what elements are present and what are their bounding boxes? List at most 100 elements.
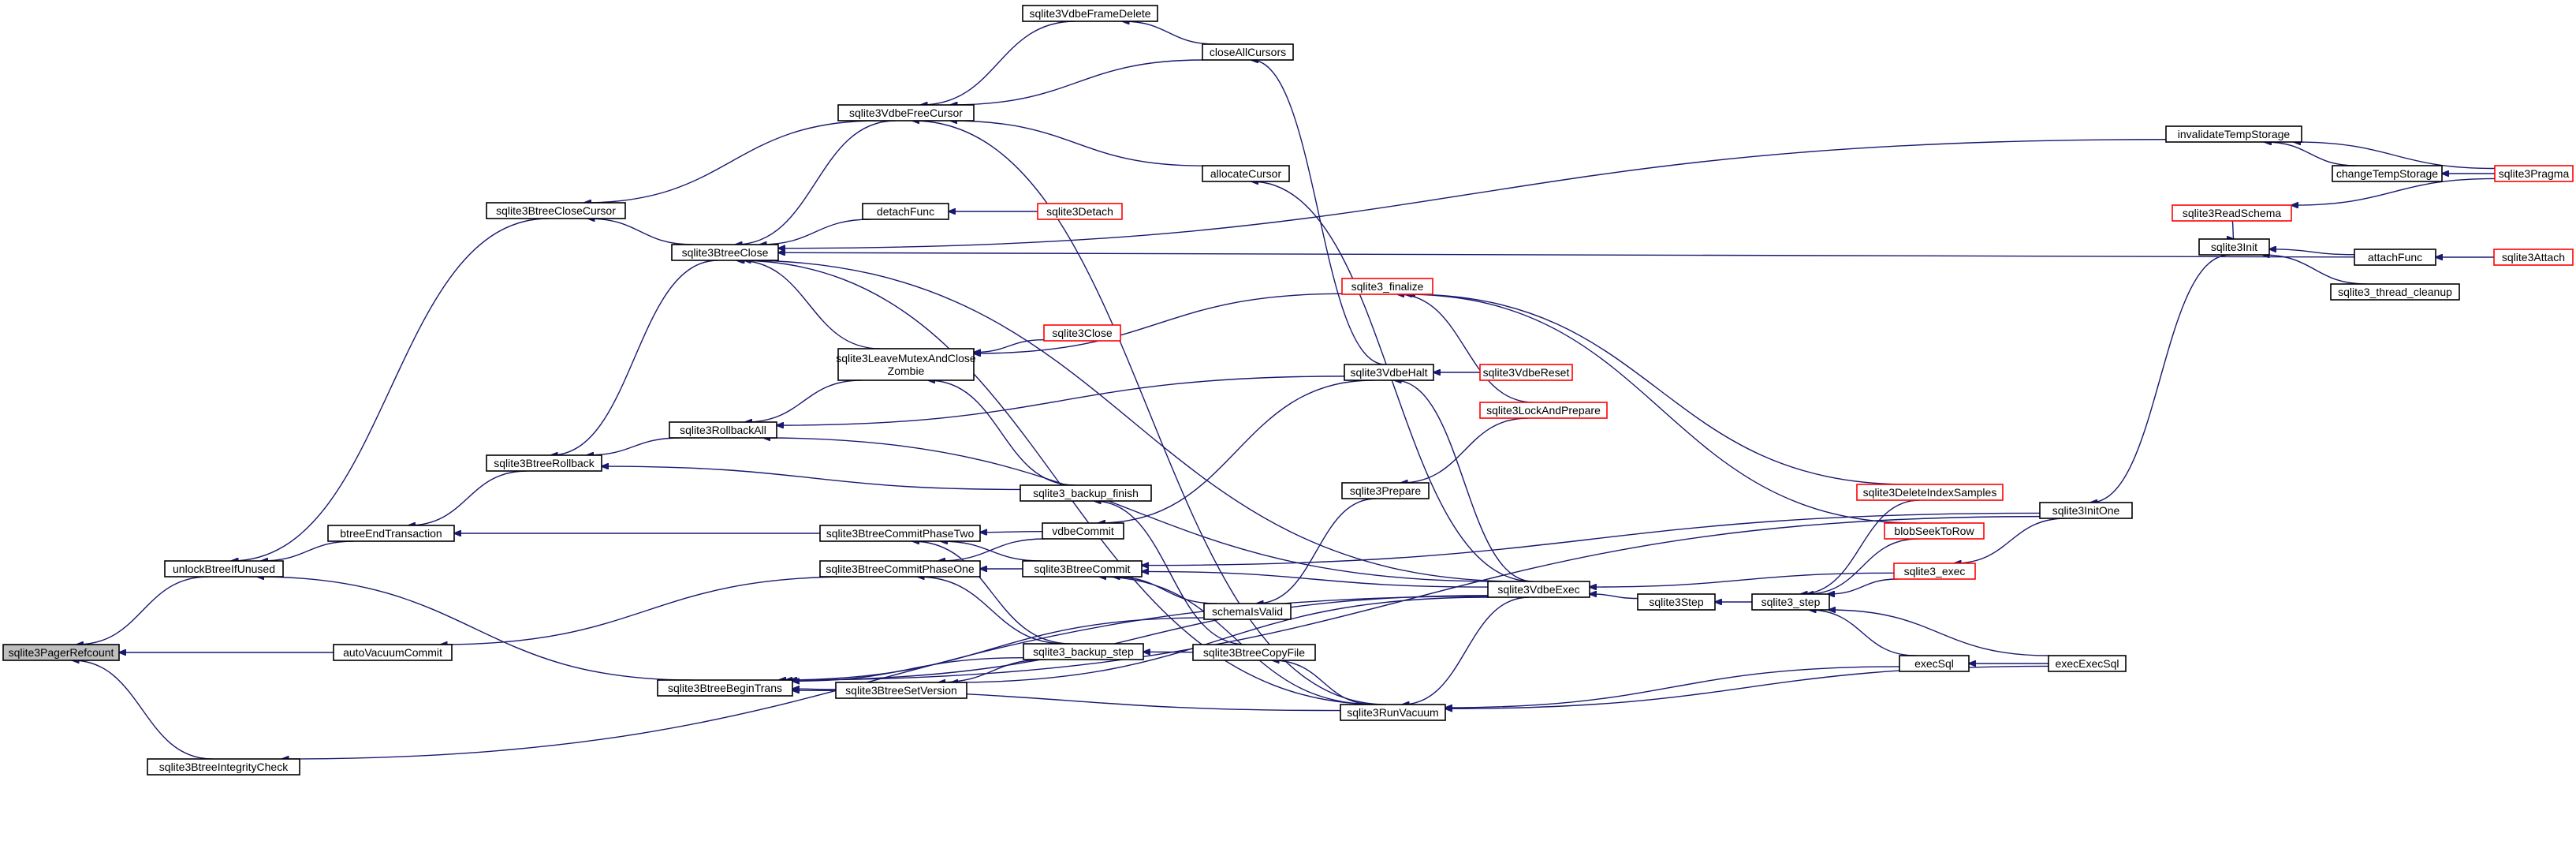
function-node-attach[interactable]: sqlite3Attach — [2493, 249, 2574, 266]
function-node-initOne[interactable]: sqlite3InitOne — [2039, 502, 2133, 519]
node-box[interactable] — [1479, 364, 1573, 381]
node-box[interactable] — [1202, 165, 1290, 182]
function-node-runVacuum[interactable]: sqlite3RunVacuum — [1340, 704, 1446, 721]
node-box[interactable] — [671, 244, 779, 261]
function-node-prepare[interactable]: sqlite3Prepare — [1341, 482, 1430, 499]
function-node-attachFunc[interactable]: attachFunc — [2354, 249, 2436, 266]
function-node-commitPhaseOne[interactable]: sqlite3BtreeCommitPhaseOne — [819, 560, 981, 578]
node-box[interactable] — [1042, 522, 1124, 540]
function-node-btreeRollback[interactable]: sqlite3BtreeRollback — [486, 454, 602, 472]
function-node-detach[interactable]: sqlite3Detach — [1037, 203, 1123, 220]
node-box[interactable] — [1884, 522, 1985, 540]
function-node-endTransaction[interactable]: btreeEndTransaction — [327, 525, 455, 542]
function-node-commitPhaseTwo[interactable]: sqlite3BtreeCommitPhaseTwo — [819, 525, 981, 542]
function-node-threadCleanup[interactable]: sqlite3_thread_cleanup — [2330, 283, 2460, 301]
node-box[interactable] — [2198, 238, 2270, 256]
function-node-invalidateTemp[interactable]: invalidateTempStorage — [2165, 125, 2302, 143]
node-box[interactable] — [164, 560, 284, 578]
node-box[interactable] — [1192, 644, 1316, 661]
node-box[interactable] — [1341, 278, 1433, 295]
function-node-vdbeHalt[interactable]: sqlite3VdbeHalt — [1344, 364, 1434, 381]
node-box[interactable] — [147, 758, 300, 776]
function-node-lockAndPrepare[interactable]: sqlite3LockAndPrepare — [1479, 402, 1608, 419]
node-box[interactable] — [1022, 5, 1158, 22]
node-box[interactable] — [2494, 165, 2574, 182]
node-box[interactable] — [2, 644, 120, 661]
function-node-exec[interactable]: sqlite3_exec — [1893, 563, 1976, 580]
node-box[interactable] — [2039, 502, 2133, 519]
node-box[interactable] — [486, 454, 602, 472]
node-box[interactable] — [1341, 482, 1430, 499]
function-node-pagerRefcount[interactable]: sqlite3PagerRefcount — [2, 644, 120, 661]
function-node-readSchema[interactable]: sqlite3ReadSchema — [2172, 204, 2292, 222]
node-box[interactable] — [327, 525, 455, 542]
function-node-vdbeFreeCursor[interactable]: sqlite3VdbeFreeCursor — [837, 104, 975, 121]
function-node-setVersion[interactable]: sqlite3BtreeSetVersion — [835, 682, 967, 699]
node-box[interactable] — [2172, 204, 2292, 222]
function-node-close[interactable]: sqlite3Close — [1043, 324, 1121, 342]
node-box[interactable] — [1893, 563, 1976, 580]
function-node-stepApi[interactable]: sqlite3_step — [1751, 593, 1830, 611]
node-box[interactable] — [2332, 165, 2443, 182]
function-node-execExecSql[interactable]: execExecSql — [2048, 655, 2127, 672]
node-box[interactable] — [1344, 364, 1434, 381]
node-box[interactable] — [1022, 560, 1143, 578]
node-box[interactable] — [1023, 643, 1144, 660]
function-node-init[interactable]: sqlite3Init — [2198, 238, 2270, 256]
node-box[interactable] — [2354, 249, 2436, 266]
function-node-step[interactable]: sqlite3Step — [1637, 593, 1716, 611]
function-node-autoVacuumCommit[interactable]: autoVacuumCommit — [333, 644, 453, 661]
node-box[interactable] — [1203, 603, 1292, 620]
function-node-backupFinish[interactable]: sqlite3_backup_finish — [1020, 484, 1152, 502]
node-box[interactable] — [1637, 593, 1716, 611]
node-box[interactable] — [2330, 283, 2460, 301]
function-node-detachFunc[interactable]: detachFunc — [862, 203, 949, 220]
function-node-deleteIndexSamples[interactable]: sqlite3DeleteIndexSamples — [1856, 484, 2004, 501]
node-box[interactable] — [1043, 324, 1121, 342]
function-node-backupStep[interactable]: sqlite3_backup_step — [1023, 643, 1144, 660]
node-box[interactable] — [333, 644, 453, 661]
node-box[interactable] — [835, 682, 967, 699]
node-box[interactable] — [1020, 484, 1152, 502]
function-node-vdbeCommit[interactable]: vdbeCommit — [1042, 522, 1124, 540]
function-node-closeCursor[interactable]: sqlite3BtreeCloseCursor — [486, 202, 626, 219]
function-node-blobSeekToRow[interactable]: blobSeekToRow — [1884, 522, 1985, 540]
function-node-closeAllCursors[interactable]: closeAllCursors — [1202, 43, 1294, 61]
node-box[interactable] — [1856, 484, 2004, 501]
node-box[interactable] — [837, 348, 975, 381]
function-node-btreeCommit[interactable]: sqlite3BtreeCommit — [1022, 560, 1143, 578]
node-box[interactable] — [486, 202, 626, 219]
node-box[interactable] — [1202, 43, 1294, 61]
node-box[interactable] — [1487, 581, 1590, 598]
function-node-schemaIsValid[interactable]: schemaIsValid — [1203, 603, 1292, 620]
node-box[interactable] — [837, 104, 975, 121]
node-box[interactable] — [862, 203, 949, 220]
function-node-integrityCheck[interactable]: sqlite3BtreeIntegrityCheck — [147, 758, 300, 776]
function-node-vdbeReset[interactable]: sqlite3VdbeReset — [1479, 364, 1573, 381]
function-node-unlockBtree[interactable]: unlockBtreeIfUnused — [164, 560, 284, 578]
node-box[interactable] — [1899, 655, 1970, 672]
node-box[interactable] — [1340, 704, 1446, 721]
node-box[interactable] — [2165, 125, 2302, 143]
node-box[interactable] — [2493, 249, 2574, 266]
function-node-finalize[interactable]: sqlite3_finalize — [1341, 278, 1433, 295]
function-node-copyFile[interactable]: sqlite3BtreeCopyFile — [1192, 644, 1316, 661]
node-box[interactable] — [819, 560, 981, 578]
function-node-pragma[interactable]: sqlite3Pragma — [2494, 165, 2574, 182]
node-box[interactable] — [669, 421, 777, 439]
node-box[interactable] — [2048, 655, 2127, 672]
function-node-allocateCursor[interactable]: allocateCursor — [1202, 165, 1290, 182]
function-node-changeTemp[interactable]: changeTempStorage — [2332, 165, 2443, 182]
node-box[interactable] — [657, 679, 793, 697]
function-node-execSql[interactable]: execSql — [1899, 655, 1970, 672]
function-node-frameDelete[interactable]: sqlite3VdbeFrameDelete — [1022, 5, 1158, 22]
function-node-vdbeExec[interactable]: sqlite3VdbeExec — [1487, 581, 1590, 598]
function-node-rollbackAll[interactable]: sqlite3RollbackAll — [669, 421, 777, 439]
function-node-btreeClose[interactable]: sqlite3BtreeClose — [671, 244, 779, 261]
node-box[interactable] — [1751, 593, 1830, 611]
node-box[interactable] — [1479, 402, 1608, 419]
function-node-beginTrans[interactable]: sqlite3BtreeBeginTrans — [657, 679, 793, 697]
node-box[interactable] — [1037, 203, 1123, 220]
node-box[interactable] — [819, 525, 981, 542]
